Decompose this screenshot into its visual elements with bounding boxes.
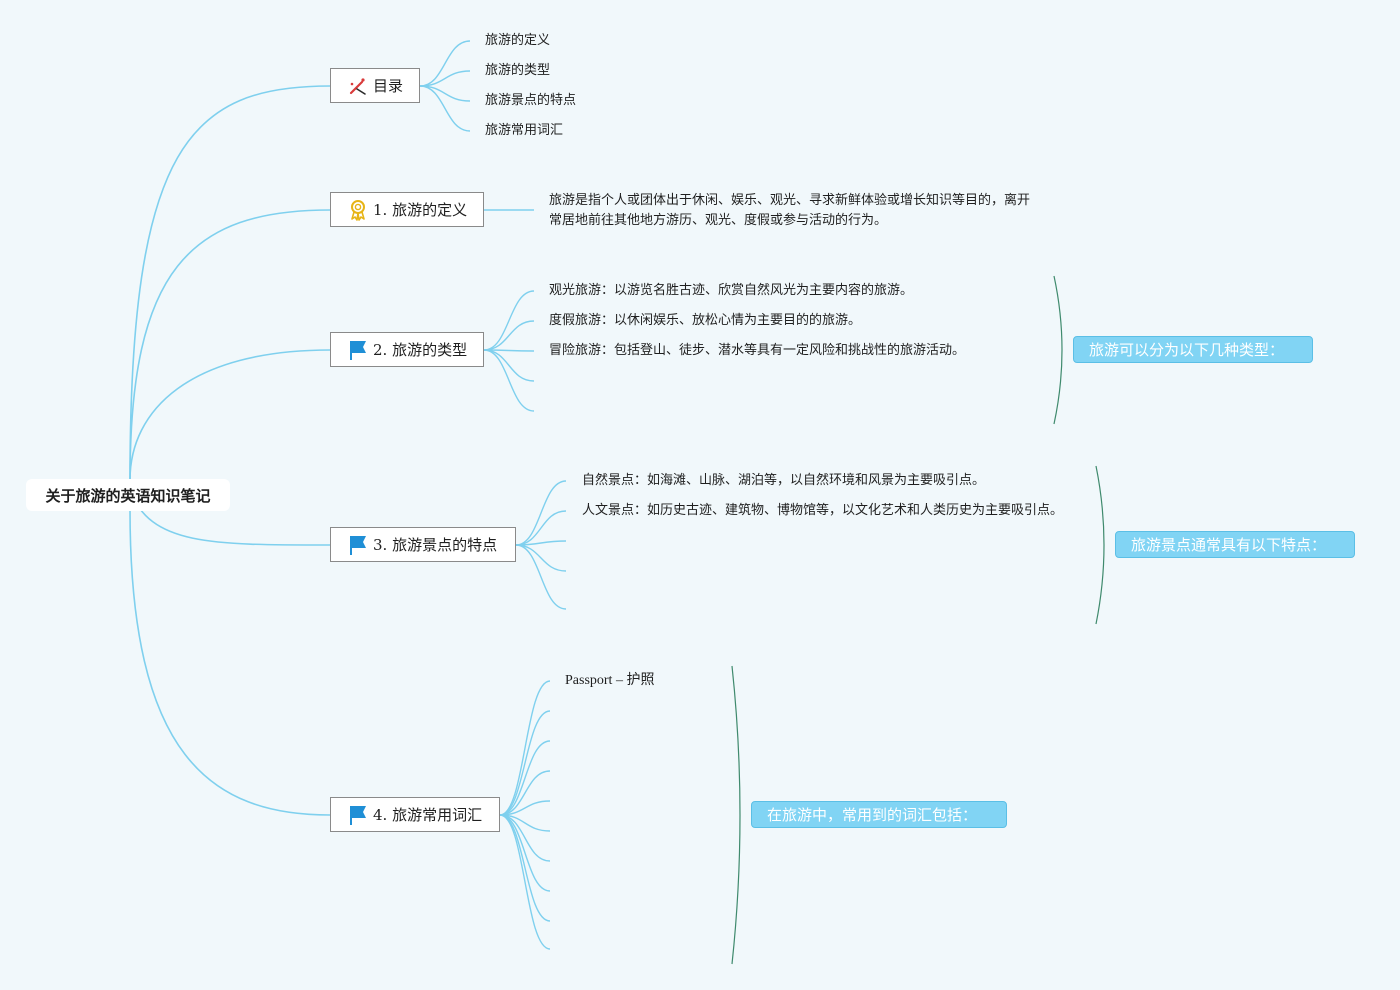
vocab-summary-brace: [731, 665, 741, 965]
types-link: [483, 320, 535, 351]
vocab-link: [499, 814, 551, 862]
branch-definition-label: 1. 旅游的定义: [373, 201, 468, 219]
toc-item[interactable]: 旅游常用词汇: [485, 121, 563, 141]
vocab-link: [499, 710, 551, 816]
types-link: [483, 290, 535, 351]
feature-item-label: 人文景点：如历史古迹、建筑物、博物馆等，以文化艺术和人类历史为主要吸引点。: [582, 503, 1064, 518]
root-branch-link: [129, 209, 331, 481]
types-summary[interactable]: 旅游可以分为以下几种类型：: [1073, 336, 1313, 363]
features-summary-label: 旅游景点通常具有以下特点：: [1131, 536, 1327, 554]
blue-flag-icon: [350, 535, 366, 555]
vocab-link: [499, 814, 551, 950]
types-summary-label: 旅游可以分为以下几种类型：: [1089, 341, 1285, 359]
toc-link: [419, 40, 471, 87]
root-topic-label: 关于旅游的英语知识笔记: [45, 486, 211, 505]
branch-definition[interactable]: 1. 旅游的定义: [330, 192, 484, 227]
branch-toc-label: 目录: [373, 77, 404, 95]
branch-features-label: 3. 旅游景点的特点: [373, 536, 498, 554]
features-link: [515, 544, 567, 572]
type-item-label: 度假旅游：以休闲娱乐、放松心情为主要目的的旅游。: [549, 313, 862, 328]
feature-item[interactable]: 人文景点：如历史古迹、建筑物、博物馆等，以文化艺术和人类历史为主要吸引点。: [582, 501, 1077, 521]
vocab-link: [499, 740, 551, 816]
type-item-label: 冒险旅游：包括登山、徒步、潜水等具有一定风险和挑战性的旅游活动。: [549, 343, 966, 358]
blue-flag-icon: [350, 805, 366, 825]
vocab-item-label: Passport – 护照: [565, 673, 655, 688]
toc-item-label: 旅游的定义: [485, 33, 551, 48]
root-branch-link: [129, 85, 331, 481]
root-branch-link: [129, 509, 331, 816]
branch-types-label: 2. 旅游的类型: [373, 341, 468, 359]
toc-item[interactable]: 旅游的定义: [485, 31, 550, 51]
features-link: [515, 480, 567, 546]
feature-item-label: 自然景点：如海滩、山脉、湖泊等，以自然环境和风景为主要吸引点。: [582, 473, 986, 488]
toc-link: [419, 85, 471, 132]
types-summary-brace: [1053, 275, 1063, 425]
type-item[interactable]: 观光旅游：以游览名胜古迹、欣赏自然风光为主要内容的旅游。: [549, 281, 913, 301]
features-link: [515, 510, 567, 546]
toc-link: [419, 70, 471, 87]
feature-item[interactable]: 自然景点：如海滩、山脉、湖泊等，以自然环境和风景为主要吸引点。: [582, 471, 985, 491]
tools-icon: [349, 77, 366, 95]
toc-item[interactable]: 旅游景点的特点: [485, 91, 576, 111]
toc-item-label: 旅游常用词汇: [485, 123, 564, 138]
root-topic[interactable]: 关于旅游的英语知识笔记: [26, 479, 230, 511]
type-item[interactable]: 冒险旅游：包括登山、徒步、潜水等具有一定风险和挑战性的旅游活动。: [549, 341, 965, 361]
vocab-link: [499, 770, 551, 816]
root-branch-link: [129, 349, 331, 481]
vocab-link: [499, 680, 551, 816]
toc-item-label: 旅游景点的特点: [485, 93, 577, 108]
types-link: [483, 349, 535, 412]
vocab-item[interactable]: Passport – 护照: [565, 671, 654, 691]
vocab-summary-label: 在旅游中，常用到的词汇包括：: [767, 806, 978, 824]
blue-flag-icon: [350, 340, 366, 360]
award-ribbon-icon: [351, 199, 365, 221]
types-link: [483, 349, 535, 382]
type-item[interactable]: 度假旅游：以休闲娱乐、放松心情为主要目的的旅游。: [549, 311, 861, 331]
branch-types[interactable]: 2. 旅游的类型: [330, 332, 484, 367]
type-item-label: 观光旅游：以游览名胜古迹、欣赏自然风光为主要内容的旅游。: [549, 283, 914, 298]
features-summary-brace: [1095, 465, 1105, 625]
branch-toc[interactable]: 目录: [330, 68, 420, 103]
definition-text[interactable]: 旅游是指个人或团体出于休闲、娱乐、观光、寻求新鲜体验或增长知识等目的，离开常居地…: [549, 191, 1039, 231]
toc-item[interactable]: 旅游的类型: [485, 61, 550, 81]
branch-vocab[interactable]: 4. 旅游常用词汇: [330, 797, 500, 832]
toc-item-label: 旅游的类型: [485, 63, 551, 78]
vocab-summary[interactable]: 在旅游中，常用到的词汇包括：: [751, 801, 1007, 828]
branch-vocab-label: 4. 旅游常用词汇: [373, 806, 483, 824]
branch-features[interactable]: 3. 旅游景点的特点: [330, 527, 516, 562]
definition-text-label: 旅游是指个人或团体出于休闲、娱乐、观光、寻求新鲜体验或增长知识等目的，离开常居地…: [549, 193, 1031, 228]
features-summary[interactable]: 旅游景点通常具有以下特点：: [1115, 531, 1355, 558]
features-link: [515, 544, 567, 610]
